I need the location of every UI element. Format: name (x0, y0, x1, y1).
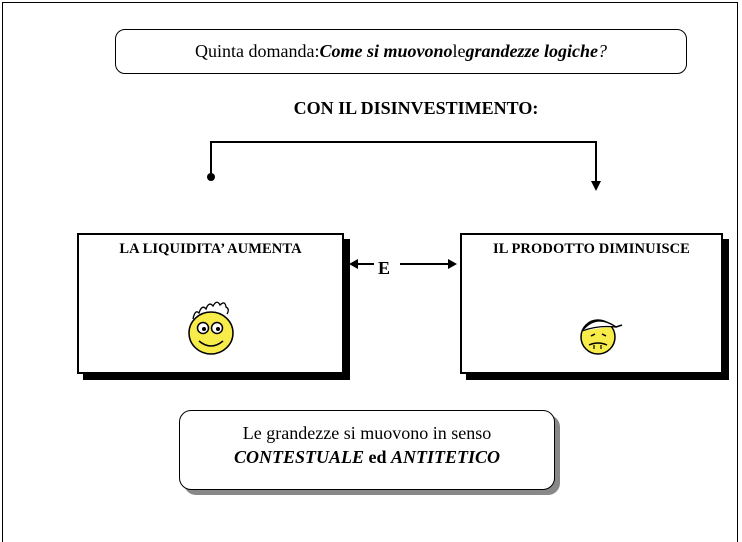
question-mid: le (452, 41, 466, 61)
left-arrowhead (349, 259, 358, 269)
summary-word-antitetico: ANTITETICO (391, 447, 501, 467)
happy-face-icon (188, 301, 234, 355)
question-box: Quinta domanda: Come si muovono le grand… (115, 29, 687, 74)
bracket-start-dot (207, 173, 215, 181)
liquidity-box: LA LIQUIDITA’ AUMENTA (77, 233, 344, 374)
connector-lines (207, 141, 601, 269)
product-box-title: IL PRODOTTO DIMINUISCE (493, 241, 690, 257)
product-box: IL PRODOTTO DIMINUISCE (460, 233, 723, 374)
summary-line-1: Le grandezze si muovono in senso (242, 423, 492, 443)
question-suffix: ? (598, 41, 607, 61)
liquidity-box-title: LA LIQUIDITA’ AUMENTA (119, 241, 302, 257)
summary-word-contestuale: CONTESTUALE (233, 447, 364, 467)
right-arrowhead (448, 259, 457, 269)
bracket-line (210, 141, 597, 182)
summary-word-ed: ed (364, 447, 391, 467)
question-emphasis-2: grandezze logiche (465, 41, 599, 61)
diagram-heading: CON IL DISINVESTIMENTO: (293, 98, 539, 118)
bracket-arrowhead (591, 181, 601, 191)
sad-face-icon (580, 319, 623, 355)
summary-line-2: CONTESTUALE ed ANTITETICO (180, 445, 554, 469)
connector-label: E (378, 258, 391, 278)
question-prefix: Quinta domanda: (195, 41, 320, 61)
question-emphasis-1: Come si muovono (319, 41, 453, 61)
summary-box: Le grandezze si muovono in senso CONTEST… (179, 410, 555, 490)
